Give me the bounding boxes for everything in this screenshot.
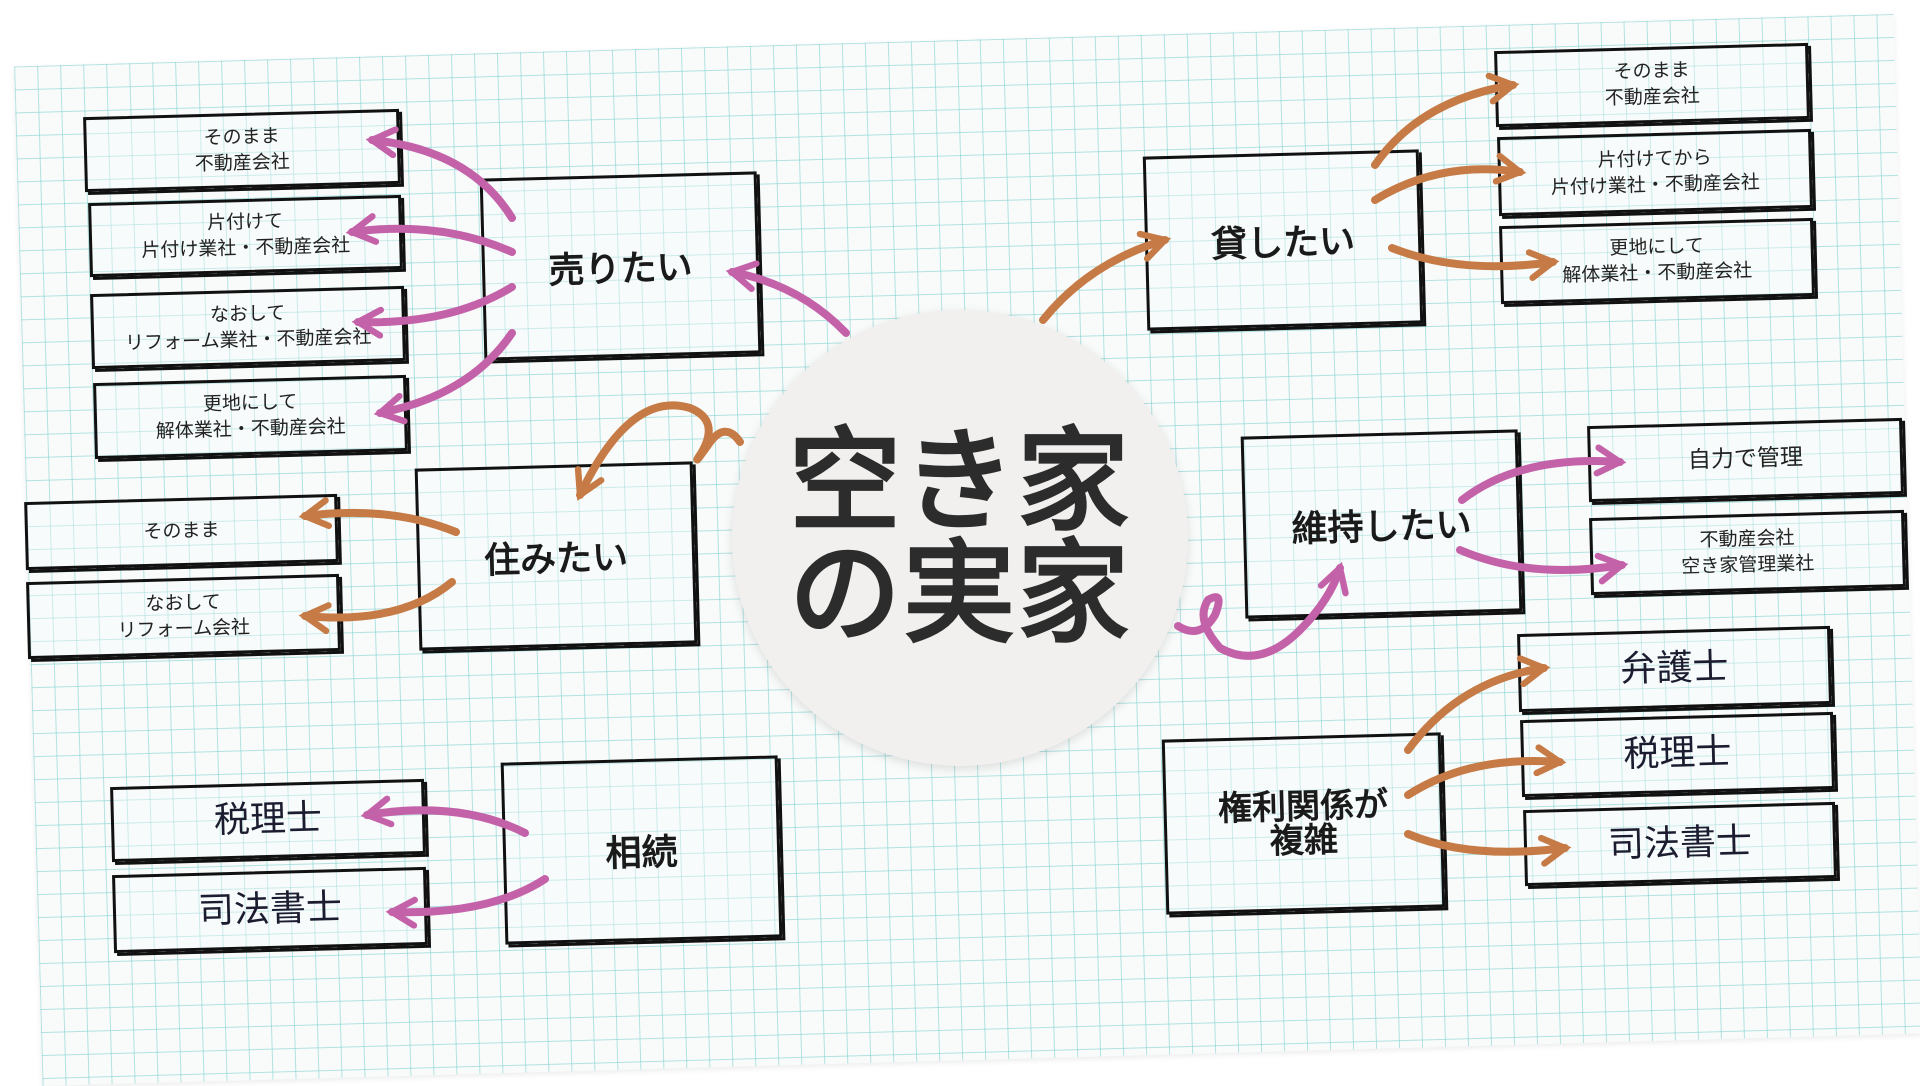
option-line: 片付け業社・不動産会社 [1550,170,1761,199]
option-line: 自力で管理 [1687,444,1804,474]
sell-option: そのまま不動産会社 [83,108,401,193]
keep-option: 不動産会社空き家管理業社 [1589,509,1906,596]
rights-option: 司法書士 [1523,801,1837,887]
option-line: 税理士 [213,797,323,842]
node-rights: 権利関係が複雑 [1161,732,1446,915]
option-line: リフォーム会社 [117,615,251,642]
node-label: 貸したい [1210,221,1356,266]
option-line: リフォーム業社・不動産会社 [124,325,372,354]
option-line: そのまま [143,519,220,544]
node-inherit: 相続 [500,755,783,945]
sell-option: 更地にして解体業社・不動産会社 [93,374,408,460]
option-line: 弁護士 [1619,646,1729,691]
node-label: 相続 [605,832,679,875]
option-line: 空き家管理業社 [1681,551,1815,578]
option-line: 不動産会社 [1604,84,1701,110]
option-line: 解体業社・不動産会社 [155,415,347,443]
node-live: 住みたい [414,461,698,651]
node-label: 売りたい [548,247,694,292]
inherit-option: 税理士 [110,778,426,863]
live-option: なおしてリフォーム会社 [26,573,341,660]
rent-option: そのまま不動産会社 [1494,42,1810,128]
rights-option: 弁護士 [1517,625,1832,713]
option-line: 司法書士 [1607,820,1753,866]
rights-option: 税理士 [1520,711,1835,798]
inherit-option: 司法書士 [112,866,428,954]
node-keep: 維持したい [1240,429,1523,619]
center-title-line2: の実家 [789,529,1131,659]
option-line: そのまま [1613,59,1690,84]
node-label-line1: 権利関係が [1217,784,1389,829]
option-line: 片付け業社・不動産会社 [141,234,351,262]
center-title-line1: 空き家 [789,417,1131,547]
option-line: そのまま [203,124,280,149]
option-line: 不動産会社 [1699,526,1795,552]
node-label: 維持したい [1291,504,1473,551]
rent-option: 片付けてから片付け業社・不動産会社 [1497,128,1813,217]
option-line: なおして [145,590,222,615]
live-option: そのまま [24,493,339,571]
sell-option: 片付けて片付け業社・不動産会社 [88,194,403,278]
node-rent: 貸したい [1142,149,1424,331]
node-sell: 売りたい [479,171,762,361]
rent-option: 更地にして解体業社・不動産会社 [1499,217,1815,305]
option-line: 不動産会社 [194,150,291,175]
option-line: 解体業社・不動産会社 [1562,259,1753,287]
option-line: 司法書士 [197,886,343,932]
sell-option: なおしてリフォーム業社・不動産会社 [90,285,406,370]
option-line: 税理士 [1622,731,1732,776]
keep-option: 自力で管理 [1587,417,1904,503]
node-label: 住みたい [483,537,629,582]
center-topic: 空き家の実家 [732,310,1188,766]
